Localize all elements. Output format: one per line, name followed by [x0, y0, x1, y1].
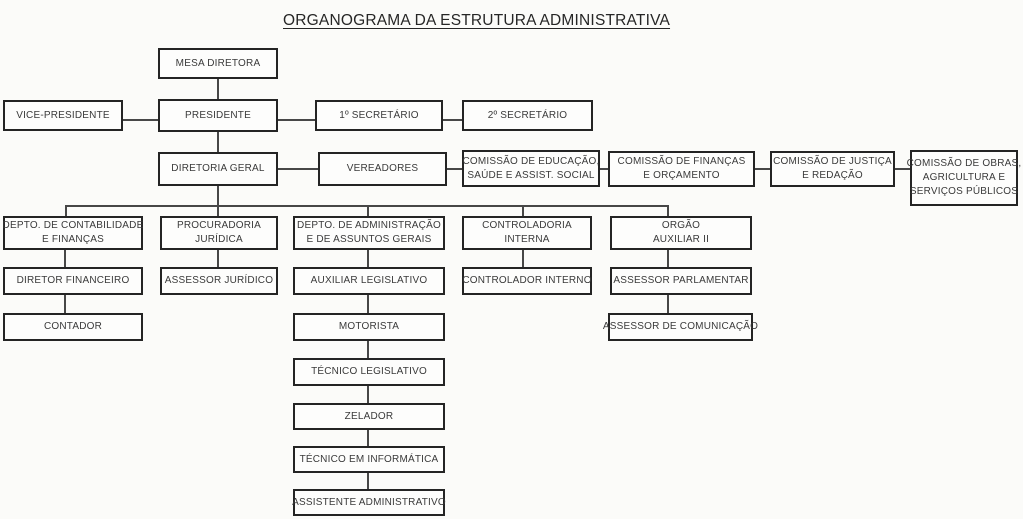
- node-label: COMISSÃO DE JUSTIÇA: [773, 156, 892, 167]
- edge-line: [895, 168, 910, 170]
- node-label: DIRETORIA GERAL: [171, 163, 265, 174]
- node-label: E ORÇAMENTO: [643, 170, 720, 181]
- edge-line: [367, 386, 369, 403]
- node-label: JURÍDICA: [195, 234, 243, 245]
- edge-line: [217, 79, 219, 100]
- node-assessor-comunicacao: ASSESSOR DE COMUNICAÇÃO: [603, 313, 758, 341]
- edge-line: [522, 205, 524, 216]
- node-label: DIRETOR FINANCEIRO: [16, 275, 130, 286]
- edge-line: [367, 295, 369, 313]
- edge-line: [123, 119, 158, 121]
- node-vice-presidente: VICE-PRESIDENTE: [3, 100, 123, 131]
- node-label: DEPTO. DE CONTABILIDADE: [2, 220, 144, 231]
- node-zelador: ZELADOR: [293, 403, 445, 430]
- edge-line: [667, 295, 669, 313]
- node-label: E DE ASSUNTOS GERAIS: [306, 234, 432, 245]
- node-label: MESA DIRETORA: [175, 57, 261, 69]
- node-label: PRESIDENTE: [185, 109, 251, 121]
- node-label: 2º SECRETÁRIO: [487, 109, 568, 121]
- edge-line: [667, 250, 669, 267]
- node-label: ORGÃO: [661, 220, 701, 231]
- edge-line: [217, 186, 219, 206]
- node-depto-contabilidade: DEPTO. DE CONTABILIDADE E FINANÇAS: [3, 216, 143, 250]
- edge-line: [217, 205, 219, 216]
- node-label: SAÚDE E ASSIST. SOCIAL: [467, 169, 595, 181]
- node-primeiro-secretario: 1º SECRETÁRIO: [315, 100, 443, 131]
- node-auxiliar-legislativo: AUXILIAR LEGISLATIVO: [293, 267, 445, 295]
- node-label: E FINANÇAS: [41, 234, 104, 245]
- edge-line: [64, 250, 66, 267]
- node-tecnico-legislativo: TÉCNICO LEGISLATIVO: [293, 358, 445, 386]
- node-label: AUXILIAR II: [652, 234, 710, 245]
- node-orgao-auxiliar-ii: ORGÃO AUXILIAR II: [610, 216, 752, 250]
- node-label: CONTROLADORIA: [482, 220, 572, 231]
- node-assessor-juridico: ASSESSOR JURÍDICO: [160, 267, 278, 295]
- node-comissao-educacao: COMISSÃO DE EDUCAÇÃO, SAÚDE E ASSIST. SO…: [462, 150, 600, 187]
- node-label: ZELADOR: [344, 410, 394, 422]
- node-label: 1º SECRETÁRIO: [339, 109, 419, 121]
- edge-line: [447, 168, 462, 170]
- node-vereadores: VEREADORES: [318, 152, 447, 186]
- node-label: COMISSÃO DE FINANÇAS: [617, 156, 746, 167]
- node-label: COMISSÃO DE OBRAS,: [906, 158, 1022, 169]
- edge-line: [217, 250, 219, 267]
- edge-line: [64, 295, 66, 313]
- node-label: AUXILIAR LEGISLATIVO: [310, 275, 428, 286]
- edge-line: [278, 168, 318, 170]
- edge-line: [600, 168, 608, 170]
- node-comissao-obras: COMISSÃO DE OBRAS, AGRICULTURA E SERVIÇO…: [907, 150, 1021, 206]
- node-label: AGRICULTURA E: [922, 172, 1006, 183]
- node-tecnico-informatica: TÉCNICO EM INFORMÁTICA: [293, 446, 445, 473]
- edge-line: [367, 341, 369, 358]
- node-contador: CONTADOR: [3, 313, 143, 341]
- edge-line: [367, 250, 369, 267]
- edge-line: [367, 430, 369, 446]
- edge-line: [278, 119, 315, 121]
- node-label: PROCURADORIA: [176, 220, 262, 231]
- node-label: ASSESSOR DE COMUNICAÇÃO: [602, 321, 759, 332]
- node-label: COMISSÃO DE EDUCAÇÃO,: [462, 155, 600, 167]
- node-assistente-administrativo: ASSISTENTE ADMINISTRATIVO: [292, 489, 446, 516]
- node-mesa-diretora: MESA DIRETORA: [158, 48, 278, 79]
- node-label: E REDAÇÃO: [802, 170, 863, 181]
- node-controlador-interno: CONTROLADOR INTERNO: [462, 267, 592, 295]
- edge-line: [522, 250, 524, 267]
- edge-line: [367, 473, 369, 489]
- node-diretoria-geral: DIRETORIA GERAL: [158, 152, 278, 186]
- node-diretor-financeiro: DIRETOR FINANCEIRO: [3, 267, 143, 295]
- node-label: ASSISTENTE ADMINISTRATIVO: [292, 496, 446, 508]
- node-presidente: PRESIDENTE: [158, 99, 278, 132]
- node-label: ASSESSOR JURÍDICO: [164, 275, 274, 286]
- node-label: INTERNA: [504, 234, 550, 245]
- node-label: DEPTO. DE ADMINISTRAÇÃO: [297, 220, 441, 231]
- node-motorista: MOTORISTA: [293, 313, 445, 341]
- node-depto-administracao: DEPTO. DE ADMINISTRAÇÃO E DE ASSUNTOS GE…: [293, 216, 445, 250]
- edge-line: [443, 119, 462, 121]
- edge-line: [217, 131, 219, 152]
- node-procuradoria-juridica: PROCURADORIA JURÍDICA: [160, 216, 278, 250]
- node-label: SERVIÇOS PÚBLICOS: [909, 186, 1019, 197]
- node-segundo-secretario: 2º SECRETÁRIO: [462, 100, 593, 131]
- node-comissao-justica: COMISSÃO DE JUSTIÇA E REDAÇÃO: [770, 151, 895, 187]
- node-label: CONTADOR: [43, 321, 103, 332]
- node-label: TÉCNICO LEGISLATIVO: [311, 366, 427, 377]
- edge-line: [667, 205, 669, 216]
- node-label: VICE-PRESIDENTE: [16, 109, 110, 121]
- node-label: CONTROLADOR INTERNO: [462, 275, 592, 286]
- node-label: TÉCNICO EM INFORMÁTICA: [299, 453, 439, 465]
- node-label: VEREADORES: [346, 163, 419, 174]
- node-label: ASSESSOR PARLAMENTAR: [613, 275, 749, 286]
- edge-line: [65, 205, 67, 216]
- node-controladoria-interna: CONTROLADORIA INTERNA: [462, 216, 592, 250]
- node-label: MOTORISTA: [338, 321, 400, 332]
- edge-line: [367, 205, 369, 216]
- page-title: ORGANOGRAMA DA ESTRUTURA ADMINISTRATIVA: [283, 12, 671, 29]
- node-comissao-financas: COMISSÃO DE FINANÇAS E ORÇAMENTO: [608, 151, 755, 187]
- node-assessor-parlamentar: ASSESSOR PARLAMENTAR: [610, 267, 752, 295]
- edge-line: [755, 168, 770, 170]
